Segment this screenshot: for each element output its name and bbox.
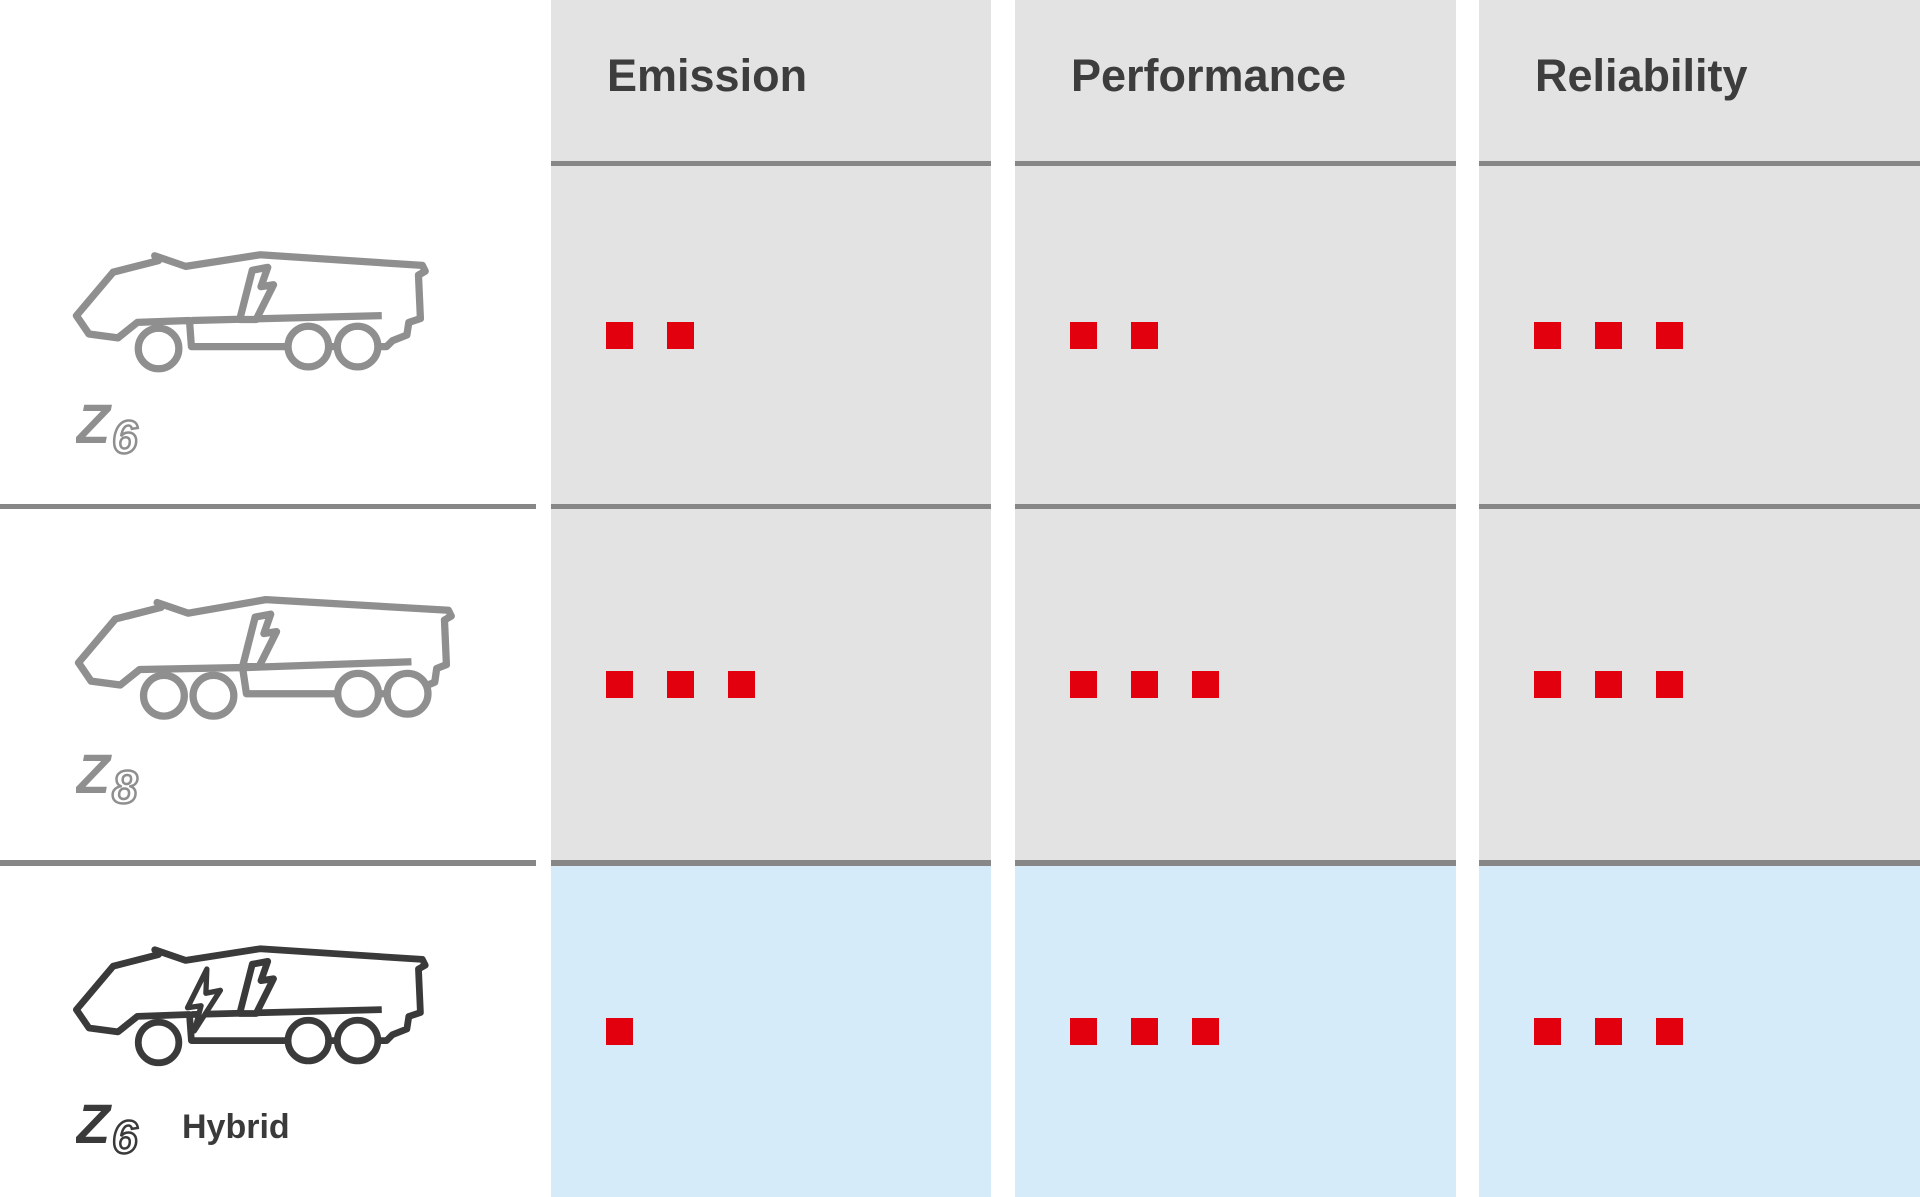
- rating-squares: [606, 1018, 633, 1045]
- svg-text:Z: Z: [76, 749, 112, 805]
- z6-truck-icon: [72, 251, 429, 373]
- column-header-emission: Emission: [551, 0, 991, 166]
- rating-squares: [606, 321, 694, 349]
- rating-squares: [606, 671, 755, 698]
- cell-z8-performance: [1015, 509, 1456, 866]
- rating-square: [1070, 1018, 1097, 1045]
- rating-square: [1534, 671, 1561, 698]
- rating-square: [1656, 1018, 1683, 1045]
- rating-squares: [1070, 1018, 1219, 1045]
- rating-square: [1192, 1018, 1219, 1045]
- svg-text:6: 6: [112, 411, 138, 457]
- cell-z6-performance: [1015, 166, 1456, 509]
- cell-z6-hybrid-emission: [551, 866, 991, 1197]
- cell-z6-hybrid-performance: [1015, 866, 1456, 1197]
- svg-text:8: 8: [112, 761, 138, 807]
- rating-square: [606, 1018, 633, 1045]
- rating-square: [1534, 1018, 1561, 1045]
- column-header-reliability: Reliability: [1479, 0, 1920, 166]
- svg-text:6: 6: [112, 1111, 138, 1157]
- column-header-label: Reliability: [1535, 50, 1748, 101]
- rating-square: [667, 671, 694, 698]
- rating-square: [606, 671, 633, 698]
- z6-model-logo: Z 6: [76, 399, 139, 457]
- cell-z6-reliability: [1479, 166, 1920, 509]
- rating-squares: [1070, 671, 1219, 698]
- column-header-label: Performance: [1071, 50, 1347, 101]
- lightning-bolt-icon: [184, 966, 224, 1034]
- cell-z8-reliability: [1479, 509, 1920, 866]
- rating-square: [667, 321, 694, 349]
- z8-model-logo: Z 8: [76, 749, 139, 807]
- rating-squares: [1534, 321, 1683, 349]
- z6-hybrid-truck-icon: [73, 945, 429, 1067]
- rating-squares: [1534, 671, 1683, 698]
- model-variant-label: Hybrid: [182, 1108, 290, 1146]
- column-header-performance: Performance: [1015, 0, 1456, 166]
- cell-z6-hybrid-reliability: [1479, 866, 1920, 1197]
- cell-z6-emission: [551, 166, 991, 509]
- rating-square: [1595, 1018, 1622, 1045]
- cell-z8-emission: [551, 509, 991, 866]
- column-header-label: Emission: [607, 50, 808, 101]
- rating-square: [1534, 321, 1561, 349]
- rating-square: [606, 321, 633, 349]
- rating-square: [1131, 1018, 1158, 1045]
- rating-squares: [1070, 321, 1158, 349]
- row-label-z8: Z 8: [0, 509, 536, 866]
- rating-square: [1656, 671, 1683, 698]
- rating-square: [1595, 321, 1622, 349]
- rating-square: [1656, 321, 1683, 349]
- rating-square: [1070, 321, 1097, 349]
- row-label-z6: Z 6: [0, 166, 536, 509]
- row-label-z6-hybrid: Z 6 Hybrid: [0, 866, 536, 1197]
- rating-square: [1192, 671, 1219, 698]
- rating-square: [1070, 671, 1097, 698]
- svg-text:Z: Z: [76, 399, 112, 455]
- rating-square: [1131, 671, 1158, 698]
- z6-hybrid-model-logo: Z 6: [76, 1099, 139, 1157]
- rating-square: [728, 671, 755, 698]
- z8-truck-icon: [74, 595, 455, 720]
- svg-text:Z: Z: [76, 1099, 112, 1155]
- rating-square: [1131, 321, 1158, 349]
- rating-squares: [1534, 1018, 1683, 1045]
- rating-square: [1595, 671, 1622, 698]
